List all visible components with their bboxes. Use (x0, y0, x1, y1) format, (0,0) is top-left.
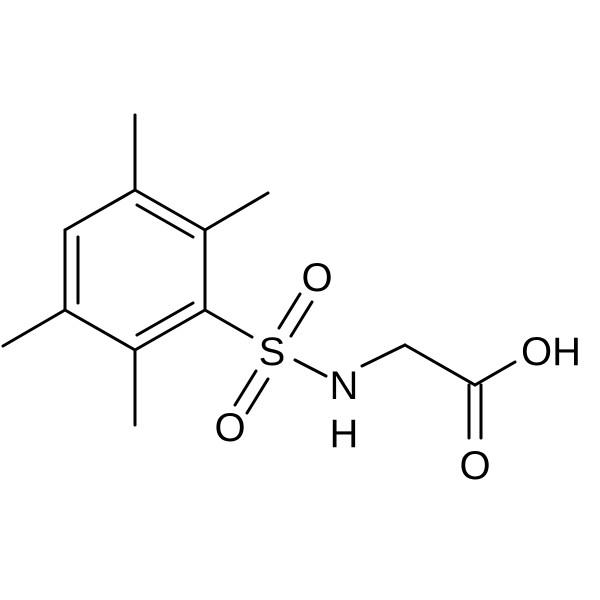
nitrogen-atom-label: N (330, 364, 359, 408)
bond-s-o-top-1 (277, 292, 302, 330)
bond-nitrogen-ch2 (360, 343, 407, 368)
ring-bond-c4-c5 (63, 308, 137, 352)
ring-inner-bond-c3-c4 (135, 301, 195, 337)
sulfonyl-group (203, 292, 328, 415)
oxygen-top-atom-label: O (301, 256, 332, 300)
oxygen-bottom-atom-label: O (214, 406, 245, 450)
ring-bond-c3-c4 (133, 308, 207, 352)
bond-ch2-carboxyl-carbon (403, 343, 477, 387)
ring-bond-c1-c2 (133, 188, 207, 232)
bond-sulfur-nitrogen (293, 358, 328, 378)
sulfur-atom-label: S (259, 330, 286, 374)
methyl-bond-left (1, 308, 67, 348)
bond-carboxyl-carbon-oh (473, 360, 517, 387)
bond-s-o-bottom-2 (245, 377, 270, 415)
bond-s-o-bottom-1 (233, 369, 258, 407)
methyl-bond-upper-right (203, 191, 270, 232)
bond-ring-sulfur (203, 308, 254, 339)
hydroxyl-group-label: OH (521, 330, 581, 374)
nitrogen-hydrogen-label: H (330, 412, 359, 456)
methyl-groups (1, 113, 270, 427)
benzene-ring (63, 188, 207, 352)
carbonyl-oxygen-atom-label: O (459, 444, 490, 488)
bond-s-o-top-2 (289, 300, 314, 338)
carboxymethyl-chain (360, 343, 517, 440)
ring-bond-c6-c1 (63, 188, 137, 232)
ring-inner-bond-c1-c2 (135, 203, 195, 239)
